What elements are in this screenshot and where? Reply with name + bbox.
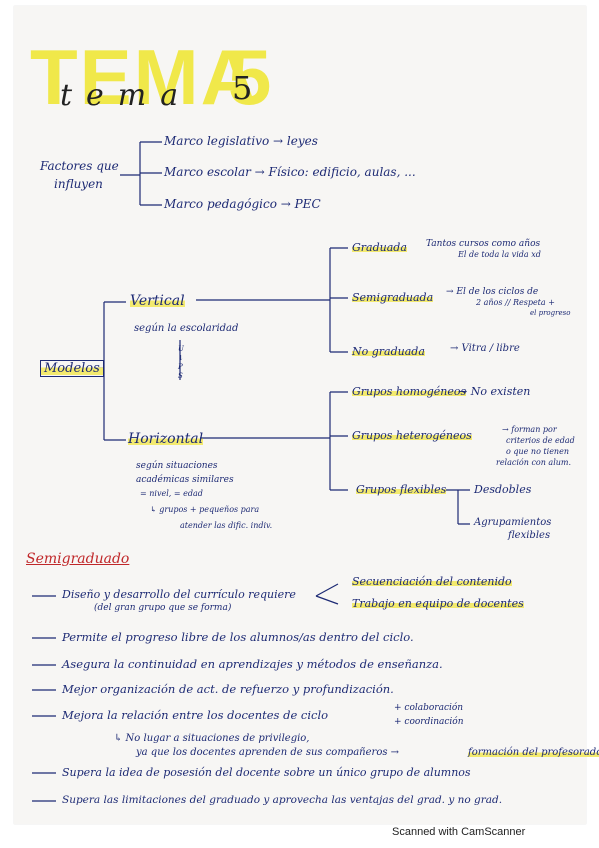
semi-item-sub: ↳ No lugar a situaciones de privilegio, bbox=[114, 733, 310, 744]
semi-item: Diseño y desarrollo del currículo requie… bbox=[62, 588, 296, 601]
semi-item: Asegura la continuidad en aprendizajes y… bbox=[62, 657, 443, 671]
horizontal-note: ↳ grupos + pequeños para bbox=[150, 505, 260, 514]
branch-no-graduada-desc: → Vitra / libre bbox=[450, 343, 520, 354]
horizontal-note: = nivel, = edad bbox=[140, 489, 203, 498]
branch-semigraduada-desc: → El de los ciclos de bbox=[446, 287, 539, 297]
horizontal-label: Horizontal bbox=[128, 431, 204, 447]
branch-graduada-desc: Tantos cursos como años bbox=[426, 239, 541, 249]
branch-heterogeneos-desc: criterios de edad bbox=[506, 436, 575, 445]
semi-item-opt: Trabajo en equipo de docentes bbox=[352, 597, 524, 610]
title-number-ink: 5 bbox=[232, 69, 253, 107]
branch-homogeneos-desc: → No existen bbox=[458, 385, 531, 398]
branch-semigraduada: Semigraduada bbox=[352, 291, 434, 304]
branch-graduada: Graduada bbox=[352, 241, 407, 254]
horizontal-note: atender las dific. indiv. bbox=[180, 521, 273, 530]
branch-heterogeneos-desc: o que no tienen bbox=[506, 447, 569, 456]
title-script: tema bbox=[60, 78, 193, 113]
vertical-label: Vertical bbox=[130, 293, 185, 309]
branch-semigraduada-desc-3: el progreso bbox=[530, 309, 571, 317]
semi-item-opt: + colaboración bbox=[394, 703, 464, 713]
factor-item: Marco pedagógico → PEC bbox=[164, 197, 321, 211]
branch-semigraduada-desc-2: 2 años // Respeta + bbox=[476, 298, 555, 307]
title-big: TEMA bbox=[30, 33, 259, 121]
semi-item: Supera las limitaciones del graduado y a… bbox=[62, 794, 503, 806]
semi-item: Mejora la relación entre los docentes de… bbox=[62, 708, 329, 722]
vertical-note: según la escolaridad bbox=[134, 323, 239, 334]
semi-item-opt: Secuenciación del contenido bbox=[352, 575, 512, 588]
branch-homogeneos: Grupos homogéneos bbox=[352, 385, 467, 398]
title-number: 5 bbox=[228, 33, 274, 121]
notebook-page bbox=[14, 6, 586, 824]
semi-item: Supera la idea de posesión del docente s… bbox=[62, 766, 471, 779]
factores-label: Factores que bbox=[40, 159, 119, 173]
modelos-label: Modelos bbox=[40, 360, 104, 377]
semi-item: Mejor organización de act. de refuerzo y… bbox=[62, 682, 394, 696]
footer-watermark: Scanned with CamScanner bbox=[392, 826, 526, 838]
branch-flexibles: Grupos flexibles bbox=[356, 483, 447, 496]
semi-item-sub: (del gran grupo que se forma) bbox=[94, 603, 232, 613]
factor-item: Marco legislativo → leyes bbox=[164, 134, 318, 148]
branch-flexibles-sub: Desdobles bbox=[474, 483, 532, 496]
factor-item: Marco escolar → Físico: edificio, aulas,… bbox=[164, 165, 416, 179]
branch-flexibles-sub: flexibles bbox=[508, 530, 551, 541]
semigraduado-heading: Semigraduado bbox=[26, 551, 130, 567]
semi-item: Permite el progreso libre de los alumnos… bbox=[62, 630, 414, 644]
semi-item-sub: ya que los docentes aprenden de sus comp… bbox=[136, 747, 400, 758]
branch-heterogeneos-desc: → forman por bbox=[502, 425, 557, 434]
horizontal-note: académicas similares bbox=[136, 475, 234, 485]
branch-heterogeneos: Grupos heterogéneos bbox=[352, 429, 472, 442]
factores-label-2: influyen bbox=[54, 177, 103, 191]
branch-flexibles-sub: Agrupamientos bbox=[474, 517, 552, 528]
branch-no-graduada: No graduada bbox=[352, 345, 425, 358]
branch-graduada-desc-2: El de toda la vida xd bbox=[458, 250, 541, 259]
horizontal-note: según situaciones bbox=[136, 461, 218, 471]
semi-item-sub: formación del profesorado bbox=[468, 748, 599, 758]
semi-item-opt: + coordinación bbox=[394, 717, 464, 727]
branch-heterogeneos-desc: relación con alum. bbox=[496, 458, 572, 467]
